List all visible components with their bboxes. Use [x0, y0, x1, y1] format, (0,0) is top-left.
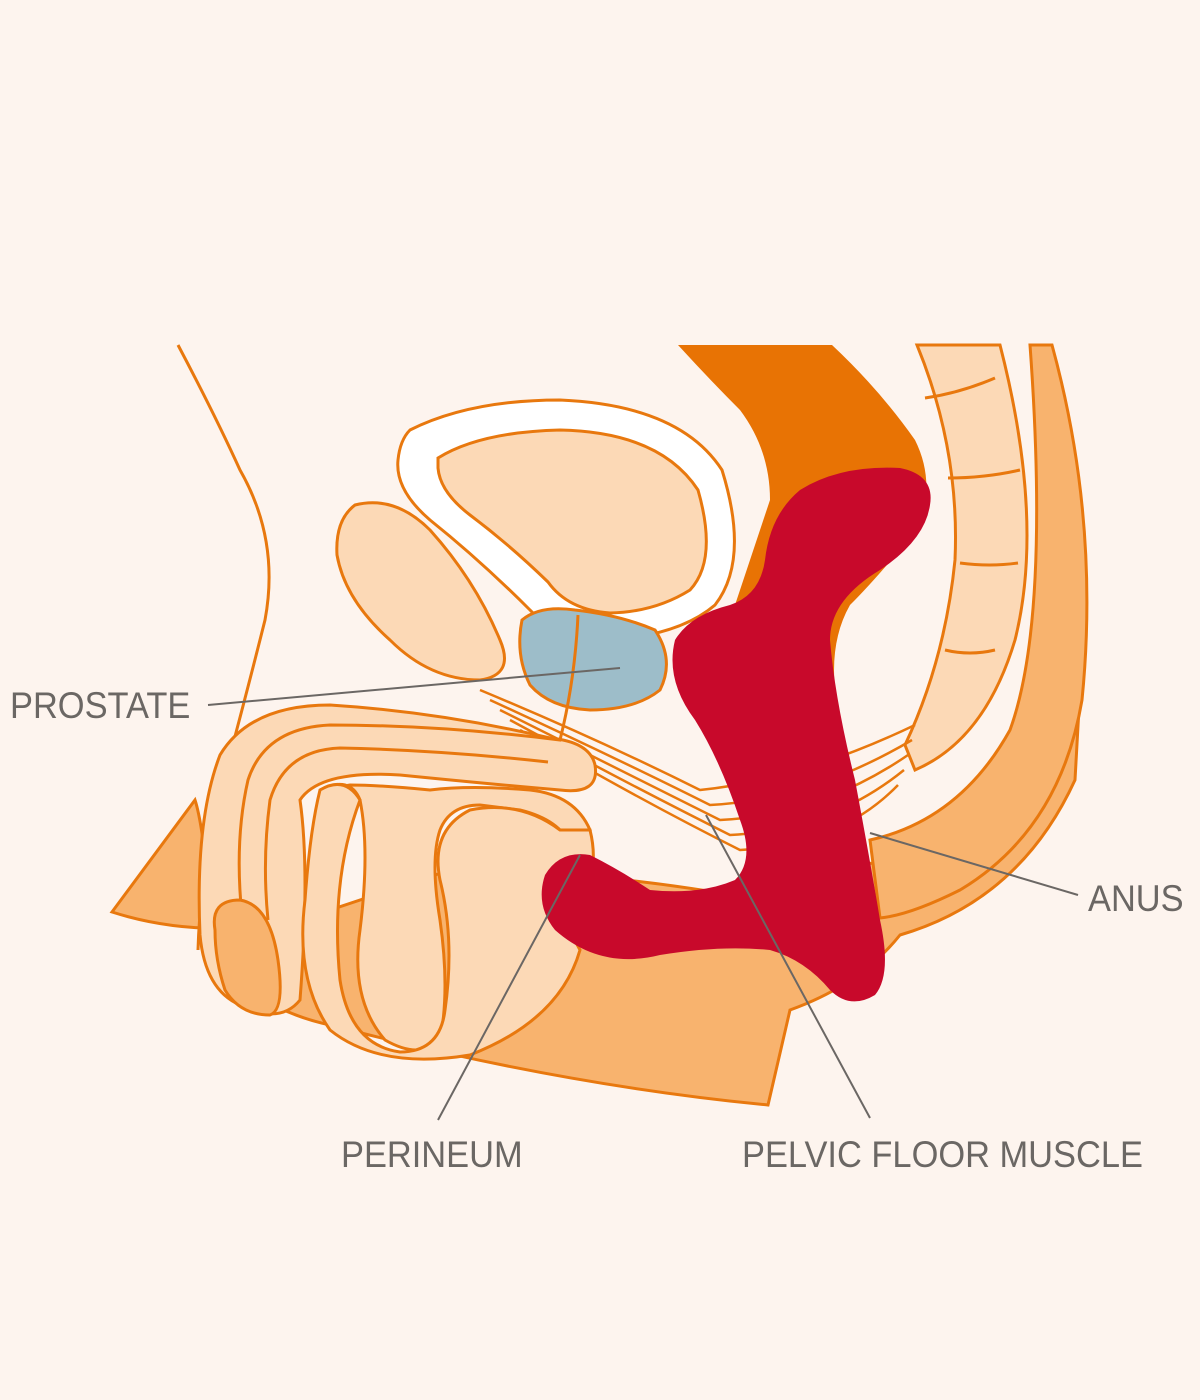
- sacrum-segment-4: [944, 648, 996, 655]
- sacrum-segment-2: [947, 468, 1021, 480]
- anus-leader: [869, 832, 1079, 896]
- sacrum-segment-3: [959, 561, 1019, 567]
- label-perineum: PERINEUM: [341, 1134, 523, 1175]
- spine-curve: [868, 343, 1089, 920]
- sacrum: [903, 343, 1029, 772]
- glans: [212, 898, 282, 1017]
- label-prostate: PROSTATE: [10, 685, 191, 726]
- penis-outer: [197, 703, 598, 1016]
- pelvic-floor-leader: [705, 814, 871, 1119]
- bladder-inner: [436, 428, 708, 615]
- prostate-leader: [207, 667, 621, 706]
- leader-lines: [207, 667, 1079, 1121]
- label-anus: ANUS: [1088, 878, 1184, 919]
- pelvic-floor-muscle-shape: [541, 467, 931, 1002]
- prostate-gland: [518, 607, 668, 712]
- perineum-leader: [437, 854, 581, 1121]
- label-pelvic-floor-muscle: PELVIC FLOOR MUSCLE: [742, 1134, 1143, 1175]
- testicle: [319, 782, 592, 1052]
- scrotum: [301, 782, 595, 1061]
- sacrum-segment-1: [924, 376, 996, 400]
- penis-inner-line: [263, 746, 549, 921]
